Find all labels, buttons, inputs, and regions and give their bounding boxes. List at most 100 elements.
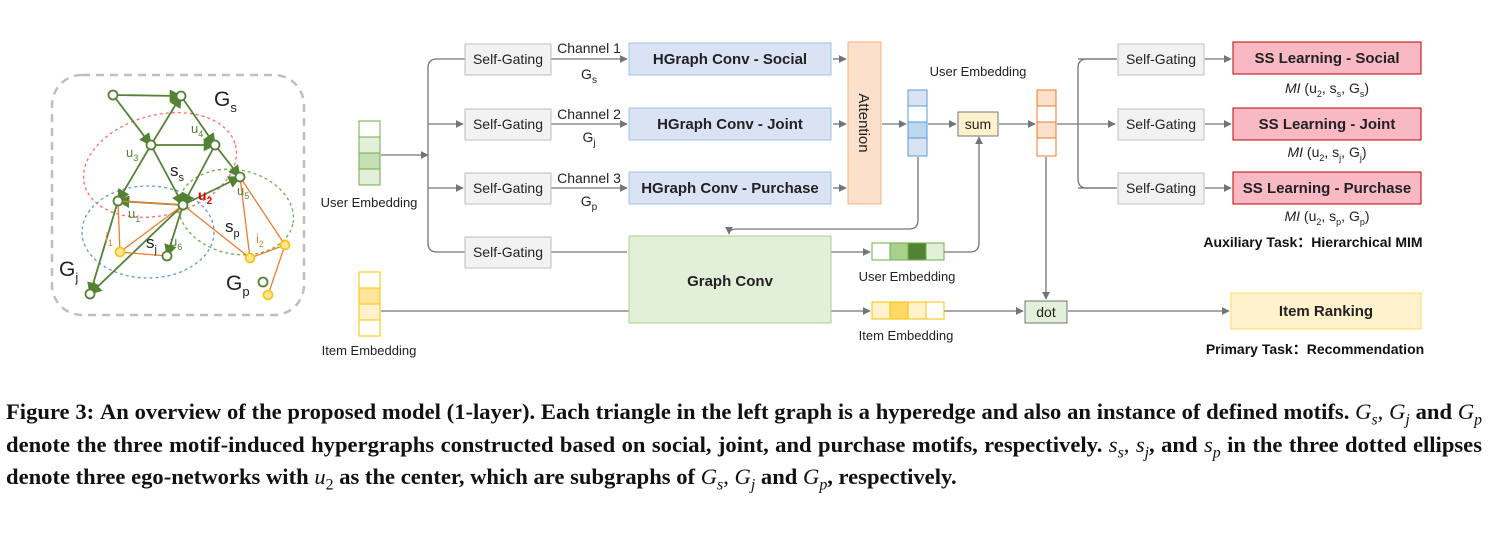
caption-text-5: in the three dotted ellipses denote thre… [6, 431, 1482, 490]
attention-box [847, 41, 882, 205]
self-gating-ss-social [1117, 43, 1205, 76]
ss-learning-joint-label: SS Learning - Joint [1259, 116, 1396, 133]
graph-label-gs: Gs [214, 88, 237, 115]
attention-user-embedding [907, 89, 928, 157]
item-label-i1: i1 [105, 230, 113, 248]
hgraph-conv-joint-label: HGraph Conv - Joint [657, 116, 803, 133]
caption-text-4: , and [1149, 431, 1198, 457]
ego-label-ss: ss [170, 161, 185, 184]
graph-conv-box [628, 235, 832, 324]
user-label-u1: u1 [128, 206, 140, 224]
primary-task-label: Primary Task：Recommendation [1206, 341, 1424, 357]
ego-label-sj: sj [146, 233, 157, 256]
self-gating-graph-conv [464, 236, 552, 269]
ss-learning-social [1232, 41, 1422, 75]
item-node [262, 289, 274, 301]
user-label-u4: u4 [191, 121, 203, 139]
self-gating-label: Self-Gating [473, 116, 543, 132]
user-node [84, 288, 96, 300]
connectors [381, 55, 1232, 315]
user-label-u2: u2 [198, 187, 213, 207]
user-node-u6 [161, 250, 173, 262]
user-node-u4 [209, 139, 221, 151]
mid-item-embedding-label: Item Embedding [859, 328, 954, 343]
item-ranking-box [1230, 292, 1422, 330]
input-item-embedding-label: Item Embedding [322, 343, 417, 358]
user-node-u5 [234, 171, 246, 183]
self-gating-label: Self-Gating [473, 51, 543, 67]
figure-caption: Figure 3: An overview of the proposed mo… [6, 399, 1483, 494]
auxiliary-task-label: Auxiliary Task：Hierarchical MIM [1203, 234, 1422, 250]
input-user-embedding-label: User Embedding [321, 195, 418, 210]
ss-learning-purchase [1232, 171, 1422, 205]
channel-2-graph: Gj [582, 129, 595, 149]
user-node [107, 89, 119, 101]
self-gating-label: Self-Gating [1126, 51, 1196, 67]
model-diagram: Gs Gj Gp ss sj sp u1 u2 u3 u4 u5 u6 i1 i… [50, 40, 1424, 358]
ss-learning-social-label: SS Learning - Social [1254, 50, 1399, 67]
self-gating-channel-3 [464, 172, 552, 205]
ego-ellipse-joint [81, 185, 215, 279]
sum-label: sum [965, 116, 991, 132]
graph-conv-label: Graph Conv [687, 273, 773, 290]
hgraph-conv-social-label: HGraph Conv - Social [653, 51, 807, 68]
channel-3-label: Channel 3 [557, 170, 621, 186]
self-gating-channel-1 [464, 43, 552, 76]
channel-2-label: Channel 2 [557, 106, 621, 122]
ss-learning-purchase-label: SS Learning - Purchase [1243, 180, 1411, 197]
final-user-embedding [1036, 89, 1057, 157]
mi-social: MI (u2, ss, Gs) [1285, 80, 1369, 99]
item-node [279, 239, 291, 251]
item-node-i1 [114, 246, 126, 258]
caption-text-7: and [760, 464, 798, 489]
hgraph-conv-purchase-label: HGraph Conv - Purchase [641, 180, 819, 197]
user-node-u1 [112, 195, 124, 207]
caption-text-8: , respectively. [827, 464, 957, 489]
graph-label-gp: Gp [226, 272, 250, 299]
hgraph-conv-social [628, 42, 832, 76]
dot-node [1024, 300, 1068, 324]
input-user-embedding [358, 120, 381, 186]
item-label-i2: i2 [256, 231, 264, 249]
self-gating-ss-joint [1117, 108, 1205, 141]
user-node [257, 276, 269, 288]
mid-user-embedding-label: User Embedding [859, 269, 956, 284]
self-gating-label: Self-Gating [1126, 116, 1196, 132]
user-label-u6: u6 [170, 234, 182, 252]
attention-label: Attention [855, 93, 872, 152]
caption-text-2: and [1415, 399, 1453, 424]
ss-learning-joint [1232, 107, 1422, 141]
self-gating-label: Self-Gating [473, 244, 543, 260]
attention-user-embedding-label: User Embedding [930, 64, 1027, 79]
ego-ellipse-social [82, 112, 238, 218]
caption-label: Figure 3: [6, 399, 95, 424]
sum-node [957, 111, 999, 137]
channel-3-graph: Gp [581, 193, 598, 213]
user-label-u3: u3 [126, 145, 138, 163]
item-ranking-label: Item Ranking [1279, 303, 1373, 320]
user-node-u2 [177, 199, 189, 211]
mi-purchase: MI (u2, sp, Gp) [1284, 208, 1369, 227]
self-gating-ss-purchase [1117, 172, 1205, 205]
mi-joint: MI (u2, sj, Gj) [1287, 144, 1366, 163]
graph-label-gj: Gj [59, 258, 78, 285]
mid-item-embedding [871, 301, 945, 320]
self-gating-label: Self-Gating [1126, 180, 1196, 196]
item-node-i2 [244, 252, 256, 264]
self-gating-channel-2 [464, 108, 552, 141]
hgraph-conv-purchase [628, 171, 832, 205]
user-node [175, 90, 187, 102]
caption-text-1: An overview of the proposed model (1-lay… [99, 399, 1350, 424]
caption-text-3: denote the three motif-induced hypergrap… [6, 431, 1103, 457]
channel-1-graph: Gs [581, 66, 597, 86]
self-gating-label: Self-Gating [473, 180, 543, 196]
ego-label-sp: sp [225, 217, 240, 240]
graph-frame [50, 73, 306, 317]
dot-label: dot [1036, 304, 1056, 320]
caption-text-6: as the center, which are subgraphs of [339, 464, 696, 489]
user-label-u5: u5 [237, 183, 249, 201]
motif-graph: Gs Gj Gp ss sj sp u1 u2 u3 u4 u5 u6 i1 i… [50, 73, 306, 317]
hgraph-conv-joint [628, 107, 832, 141]
channel-1-label: Channel 1 [557, 40, 621, 56]
input-item-embedding [358, 271, 381, 337]
